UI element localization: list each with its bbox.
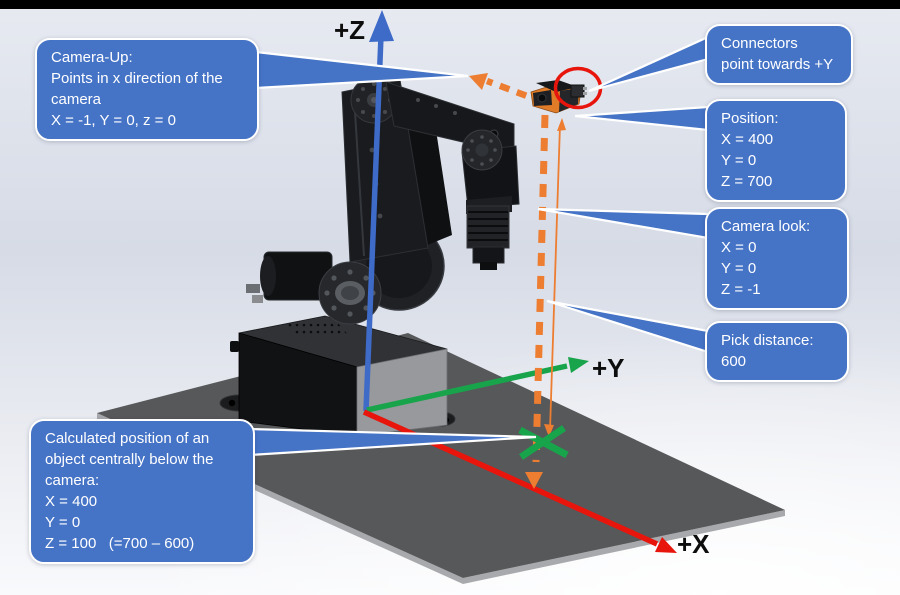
camera-lens: [537, 93, 547, 103]
callout-text: Z = 700: [721, 173, 773, 190]
callout-text: point towards +Y: [721, 56, 834, 73]
callout-connectors: Connectors point towards +Y: [705, 24, 853, 85]
callout-text: Pick distance:: [721, 332, 814, 349]
tower-edge: [353, 95, 365, 257]
base-box-side: [356, 348, 448, 437]
gripper-nub: [480, 262, 497, 270]
target-x-mark: [518, 425, 569, 460]
callout-text: X = 400: [721, 131, 774, 148]
y-axis-label: +Y: [592, 353, 625, 383]
callout-text: Y = 0: [721, 260, 757, 277]
camera-connector: [570, 84, 585, 98]
callout-position: Position: X = 400 Y = 0 Z = 700: [705, 99, 847, 202]
motor-connector-2: [252, 295, 263, 303]
tail-pick-distance: [546, 299, 710, 354]
connector-pin-2: [583, 92, 587, 95]
elbow-bolts: [466, 135, 497, 166]
shoulder-disc-hole: [341, 286, 359, 300]
base-box-vents: [285, 321, 350, 338]
elbow-hub: [475, 143, 489, 157]
camera-view-line: [525, 114, 549, 489]
callout-text: Camera-Up:: [51, 49, 133, 66]
callout-text: Calculated position of an: [45, 430, 210, 447]
callout-text: Camera look:: [721, 218, 811, 235]
callout-tails: [248, 35, 710, 457]
callout-text: Position:: [721, 110, 779, 127]
camera: [530, 80, 587, 114]
motor-cap: [260, 256, 276, 296]
gripper-ribs: [468, 211, 508, 241]
callout-text: Y = 0: [45, 514, 81, 531]
tab-hole-left: [228, 399, 236, 407]
pick-distance-measure: [544, 118, 566, 437]
callout-text: X = 400: [45, 493, 98, 510]
z-axis: [363, 10, 394, 412]
callout-text: Z = -1: [721, 281, 761, 298]
connector-pin-1: [583, 87, 587, 90]
top-joint-center: [371, 97, 377, 103]
callout-text: Connectors: [721, 35, 798, 52]
y-axis: [366, 357, 589, 413]
callout-text: camera:: [45, 472, 100, 489]
callout-camera-look: Camera look: X = 0 Y = 0 Z = -1: [705, 207, 849, 310]
motor-connector: [246, 284, 260, 293]
top-black-bar: [0, 0, 900, 9]
tail-position: [574, 105, 710, 132]
callout-text: object centrally below the: [45, 451, 214, 468]
base-box: [230, 315, 448, 437]
upper-arm-bolts: [416, 98, 457, 115]
callout-camera-up: Camera-Up: Points in x direction of the …: [35, 38, 259, 141]
tail-camera-look: [537, 207, 710, 240]
callout-text: 600: [721, 353, 747, 370]
callout-text: Y = 0: [721, 152, 757, 169]
tail-camera-up: [254, 50, 469, 90]
x-axis-label: +X: [677, 529, 710, 559]
robot-arm: [246, 76, 520, 325]
callout-text: Z = 100 (=700 – 600): [45, 535, 195, 552]
z-axis-label: +Z: [334, 15, 366, 45]
callout-text: camera: [51, 91, 102, 108]
callout-text: X = 0: [721, 239, 757, 256]
callout-pick-distance: Pick distance: 600: [705, 321, 849, 382]
tail-connectors: [588, 35, 710, 93]
callout-calculated-position: Calculated position of an object central…: [29, 419, 255, 564]
callout-text: X = -1, Y = 0, z = 0: [51, 112, 176, 129]
tower-back: [398, 92, 452, 248]
base-box-knob: [230, 341, 239, 352]
gripper-tip: [472, 246, 505, 264]
callout-text: Points in x direction of the: [51, 70, 223, 87]
